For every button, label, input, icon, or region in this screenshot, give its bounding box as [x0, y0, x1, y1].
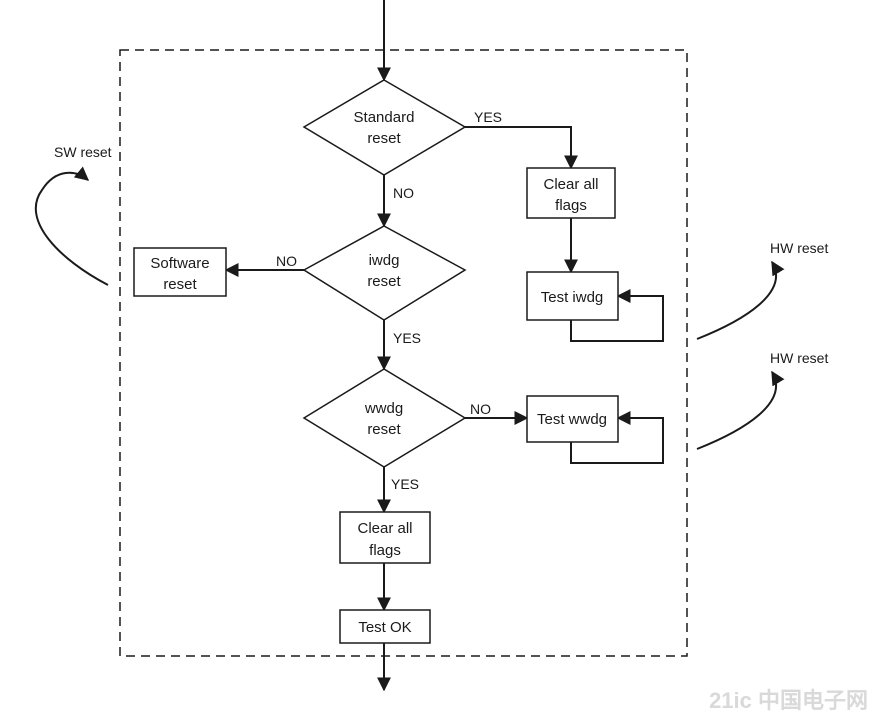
- hw-reset-label-2: HW reset: [770, 350, 828, 366]
- test-iwdg-box: Test iwdg: [526, 271, 619, 321]
- clear-flags-top-line2: flags: [555, 197, 587, 214]
- software-reset-line2: reset: [163, 276, 197, 293]
- standard-reset-decision: Standard reset: [302, 79, 467, 176]
- iwdg-reset-line2: reset: [367, 273, 401, 290]
- software-reset-line1: Software: [150, 255, 209, 272]
- standard-yes-connector: [465, 126, 578, 170]
- connectors: [35, 0, 785, 692]
- system-boundary: [119, 49, 688, 657]
- standard-no-label: NO: [393, 185, 414, 201]
- hw-reset-label-1: HW reset: [770, 240, 828, 256]
- clear-flags-bottom-line1: Clear all: [357, 520, 412, 537]
- clear-all-flags-bottom-box: Clear all flags: [339, 511, 431, 564]
- test-wwdg-box: Test wwdg: [526, 395, 619, 443]
- wwdg-yes-label: YES: [391, 476, 419, 492]
- test-wwdg-loop: [570, 411, 664, 464]
- test-iwdg-label: Test iwdg: [541, 289, 604, 306]
- wwdg-reset-line2: reset: [367, 421, 401, 438]
- iwdg-yes-label: YES: [393, 330, 421, 346]
- wwdg-reset-decision: wwdg reset: [302, 368, 467, 468]
- iwdg-reset-decision: iwdg reset: [302, 225, 467, 321]
- standard-reset-line2: reset: [367, 130, 401, 147]
- hw-reset-2-curve: [696, 370, 785, 450]
- standard-yes-label: YES: [474, 109, 502, 125]
- hw-reset-1-curve: [696, 260, 785, 340]
- clear-flags-bottom-line2: flags: [369, 542, 401, 559]
- test-ok-box: Test OK: [339, 609, 431, 644]
- iwdg-no-label: NO: [276, 253, 297, 269]
- watermark: 21ic 中国电子网: [709, 688, 868, 713]
- sw-reset-label: SW reset: [54, 144, 112, 160]
- clear-all-flags-top-box: Clear all flags: [526, 167, 616, 219]
- clear-flags-top-line1: Clear all: [543, 176, 598, 193]
- test-ok-label: Test OK: [358, 619, 411, 636]
- standard-reset-line1: Standard: [354, 109, 415, 126]
- test-wwdg-label: Test wwdg: [537, 411, 607, 428]
- test-iwdg-loop: [570, 289, 664, 342]
- wwdg-no-label: NO: [470, 401, 491, 417]
- software-reset-box: Software reset: [133, 247, 227, 297]
- wwdg-reset-line1: wwdg: [364, 400, 403, 417]
- sw-reset-curve: [35, 166, 109, 286]
- iwdg-reset-line1: iwdg: [369, 252, 400, 269]
